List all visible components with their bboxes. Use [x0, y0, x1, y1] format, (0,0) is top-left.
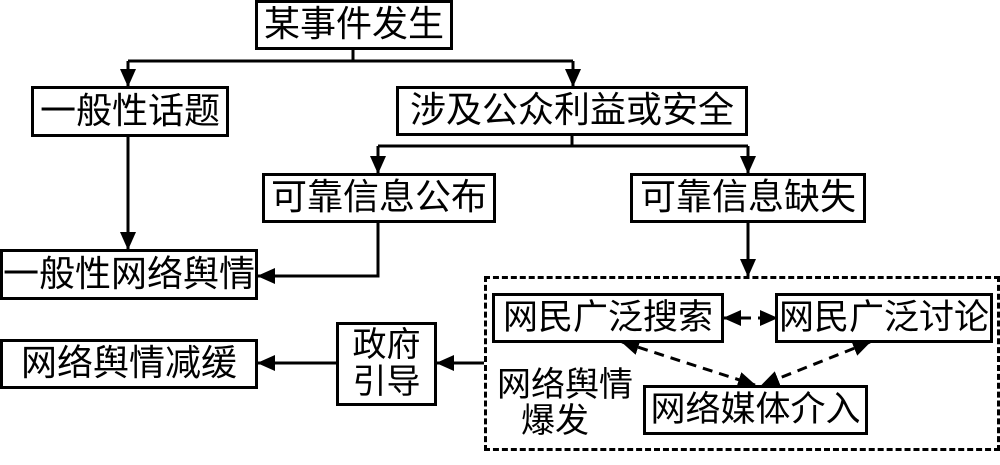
node-general-topic-label: 一般性话题	[39, 90, 220, 132]
node-media-intervene-label: 网络媒体介入	[650, 389, 861, 430]
node-government-guidance-line2: 引导	[352, 362, 421, 402]
node-netizen-search: 网民广泛搜索	[492, 293, 724, 343]
node-opinion-eased: 网络舆情减缓	[0, 339, 258, 389]
outbreak-label: 网络舆情 爆发	[490, 365, 640, 441]
connector-event-split	[128, 48, 573, 63]
connector-public-interest-split	[378, 135, 748, 148]
node-reliable-published: 可靠信息公布	[262, 173, 496, 223]
node-public-interest-label: 涉及公众利益或安全	[409, 90, 734, 132]
node-netizen-discuss: 网民广泛讨论	[775, 293, 993, 343]
node-reliable-missing-label: 可靠信息缺失	[639, 177, 856, 219]
outbreak-label-line2: 爆发	[521, 400, 589, 441]
node-reliable-published-label: 可靠信息公布	[270, 177, 487, 219]
node-government-guidance: 政府 引导	[336, 322, 437, 406]
node-media-intervene: 网络媒体介入	[643, 385, 868, 435]
node-public-interest: 涉及公众利益或安全	[396, 86, 748, 136]
dashed-arrow-discuss-media	[761, 340, 871, 387]
node-general-topic: 一般性话题	[31, 86, 229, 137]
node-general-opinion-label: 一般性网络舆情	[3, 253, 256, 295]
dashed-arrow-search-media	[621, 339, 756, 388]
arrow-published-to-general-opinion	[257, 222, 380, 284]
node-general-opinion: 一般性网络舆情	[0, 249, 258, 300]
node-opinion-eased-label: 网络舆情减缓	[20, 343, 237, 385]
node-event: 某事件发生	[255, 0, 453, 50]
node-reliable-missing: 可靠信息缺失	[630, 173, 866, 223]
outbreak-label-line1: 网络舆情	[497, 365, 633, 405]
node-government-guidance-line1: 政府	[352, 324, 421, 365]
node-event-label: 某事件发生	[263, 4, 444, 46]
outbreak-group	[484, 276, 1000, 451]
node-netizen-search-label: 网民广泛搜索	[502, 297, 713, 338]
node-netizen-discuss-label: 网民广泛讨论	[778, 297, 989, 338]
